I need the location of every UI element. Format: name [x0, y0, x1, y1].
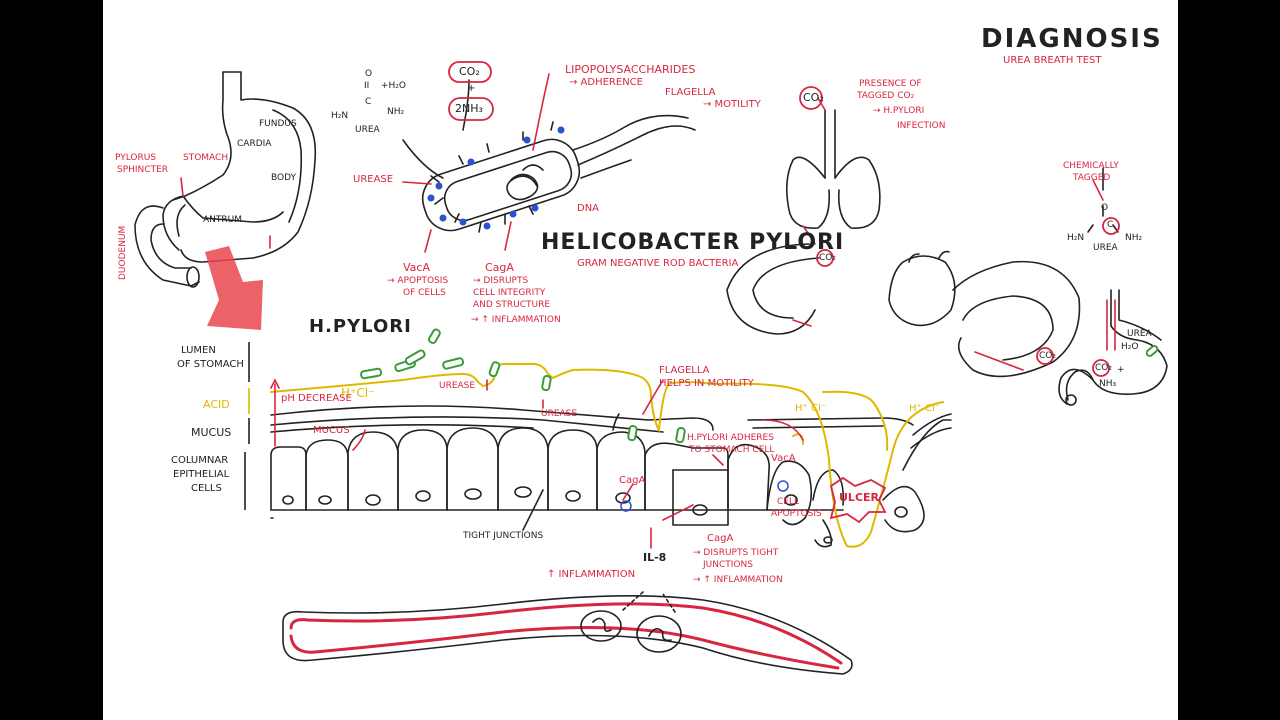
- caga-effect-3: AND STRUCTURE: [473, 300, 551, 310]
- layer-acid: ACID: [203, 398, 230, 411]
- diagram-drawing: [134, 61, 1168, 675]
- urea-bond: II: [364, 81, 370, 91]
- co2-bubble: [448, 61, 492, 83]
- acid-far: H⁺ Cl⁻: [909, 403, 941, 414]
- flagella-motility: → MOTILITY: [703, 99, 761, 110]
- vaca-effect-2: OF CELLS: [403, 288, 446, 298]
- tagged-h2n: H₂N: [1067, 233, 1085, 243]
- il8-label: IL-8: [643, 551, 667, 564]
- lps-adherence: → ADHERENCE: [569, 77, 643, 88]
- stomach-fundus: FUNDUS: [259, 119, 297, 129]
- vaca-effect-1: → APOPTOSIS: [387, 276, 449, 286]
- mucosa-hpylori: H.PYLORI: [309, 316, 412, 337]
- disrupts-2: JUNCTIONS: [703, 560, 753, 570]
- flagella-mucosa-1: FLAGELLA: [659, 365, 710, 376]
- stomach-co2: CO₂: [1095, 363, 1112, 373]
- layer-epi-3: CELLS: [191, 483, 222, 494]
- diagnosis-subtitle: UREA BREATH TEST: [1003, 55, 1102, 66]
- lung-co2: CO₂: [819, 253, 836, 263]
- urea-c: C: [365, 97, 372, 107]
- caga-effect-2: CELL INTEGRITY: [473, 288, 546, 298]
- chem-2: TAGGED: [1073, 173, 1111, 183]
- epithelial-cells: [270, 405, 952, 548]
- urease-mucosa-2: UREASE: [541, 409, 578, 419]
- ph-decrease: pH DECREASE: [281, 393, 352, 404]
- nh3-bubble: [448, 97, 494, 121]
- chem-1: CHEMICALLY: [1063, 161, 1119, 171]
- loop-co2: CO₂: [1039, 351, 1056, 361]
- acid-hcl: H⁺Cl⁻: [341, 386, 375, 400]
- vaca-label: VacA: [403, 261, 430, 274]
- apoptosis-1: CELL: [777, 497, 799, 507]
- layer-mucus: MUCUS: [191, 426, 232, 439]
- tagged-o: O: [1101, 203, 1109, 213]
- acid-right: H⁺ Cl⁻: [795, 403, 827, 414]
- whiteboard-canvas: DIAGNOSIS UREA BREATH TEST HELICOBACTER …: [103, 0, 1178, 720]
- caga-effect-1: → DISRUPTS: [473, 276, 529, 286]
- stomach-nh3: NH₃: [1099, 379, 1117, 389]
- diagnosis-title: DIAGNOSIS: [981, 24, 1163, 54]
- inflammation-label: ↑ INFLAMMATION: [547, 569, 636, 580]
- lps-label: LIPOPOLYSACCHARIDES: [565, 63, 696, 76]
- stomach-cardia: CARDIA: [237, 139, 272, 149]
- urea-nh2: NH₂: [387, 107, 405, 117]
- stomach-urea: UREA: [1127, 329, 1152, 339]
- tagged-co2-circle: [799, 86, 823, 110]
- capillary-drawing: [282, 591, 853, 675]
- lungs-heart-drawing: [726, 109, 1081, 378]
- flagella-label: FLAGELLA: [665, 87, 716, 98]
- reaction-co2: CO₂: [459, 65, 480, 78]
- pylorus-label-1: PYLORUS: [115, 153, 157, 163]
- duodenum-label: DUODENUM: [118, 225, 128, 280]
- layer-epi-1: COLUMNAR: [171, 455, 229, 466]
- breath-co2: CO₂: [803, 91, 824, 104]
- tagged-c: C: [1107, 220, 1114, 230]
- tagged-nh2: NH₂: [1125, 233, 1143, 243]
- adheres-2: TO STOMACH CELL: [689, 445, 775, 455]
- urea-o: O: [365, 69, 373, 79]
- ulcer-burst: [829, 476, 887, 524]
- ulcer-label: ULCER: [839, 491, 879, 504]
- stomach-drawing: [134, 71, 317, 288]
- pylorus-label-2: SPHINCTER: [117, 165, 169, 175]
- urea-h2n: H₂N: [331, 111, 349, 121]
- tight-junctions: TIGHT JUNCTIONS: [463, 531, 544, 541]
- layer-epi-2: EPITHELIAL: [173, 469, 230, 480]
- dna-label: DNA: [577, 203, 600, 214]
- reaction-plus: +: [467, 83, 476, 94]
- presence-2: TAGGED CO₂: [857, 91, 915, 101]
- caga-effect-4: → ↑ INFLAMMATION: [471, 315, 561, 325]
- disrupts-1: → DISRUPTS TIGHT: [693, 548, 779, 558]
- presence-4: INFECTION: [897, 121, 946, 131]
- adheres-1: H.PYLORI ADHERES: [687, 433, 774, 443]
- stomach-label: STOMACH: [183, 153, 229, 163]
- bacterium-subtitle: GRAM NEGATIVE ROD BACTERIA: [577, 258, 739, 269]
- mucus-red: MUCUS: [313, 425, 350, 436]
- caga-mucosa: CagA: [619, 475, 646, 486]
- presence-1: PRESENCE OF: [859, 79, 922, 89]
- layer-lumen-1: LUMEN: [181, 345, 216, 356]
- urease-label: UREASE: [353, 174, 394, 185]
- bacterium-drawing: [402, 79, 696, 233]
- presence-3: → H.PYLORI: [873, 106, 925, 116]
- flagella-mucosa-2: HELPS IN MOTILITY: [659, 378, 754, 389]
- urea-name: UREA: [355, 125, 380, 135]
- stomach-body: BODY: [271, 173, 297, 183]
- bacterium-title: HELICOBACTER PYLORI: [541, 230, 845, 255]
- urea-h2o: +H₂O: [381, 81, 407, 91]
- layer-lumen-2: OF STOMACH: [177, 359, 244, 370]
- small-stomach-drawing: [1058, 167, 1168, 406]
- stomach-h2o: H₂O: [1121, 342, 1139, 352]
- urease-mucosa: UREASE: [439, 381, 476, 391]
- disrupts-3: → ↑ INFLAMMATION: [693, 575, 783, 585]
- reaction-nh3: 2NH₃: [455, 102, 483, 115]
- stomach-plus: +: [1117, 365, 1125, 375]
- stomach-antrum: ANTRUM: [203, 215, 242, 225]
- tagged-urea: UREA: [1093, 243, 1118, 253]
- vaca-mucosa: VacA: [771, 453, 796, 464]
- zoom-arrow: [205, 246, 263, 330]
- caga-label: CagA: [485, 261, 514, 274]
- apoptosis-2: APOPTOSIS: [771, 509, 822, 519]
- caga-2: CagA: [707, 533, 734, 544]
